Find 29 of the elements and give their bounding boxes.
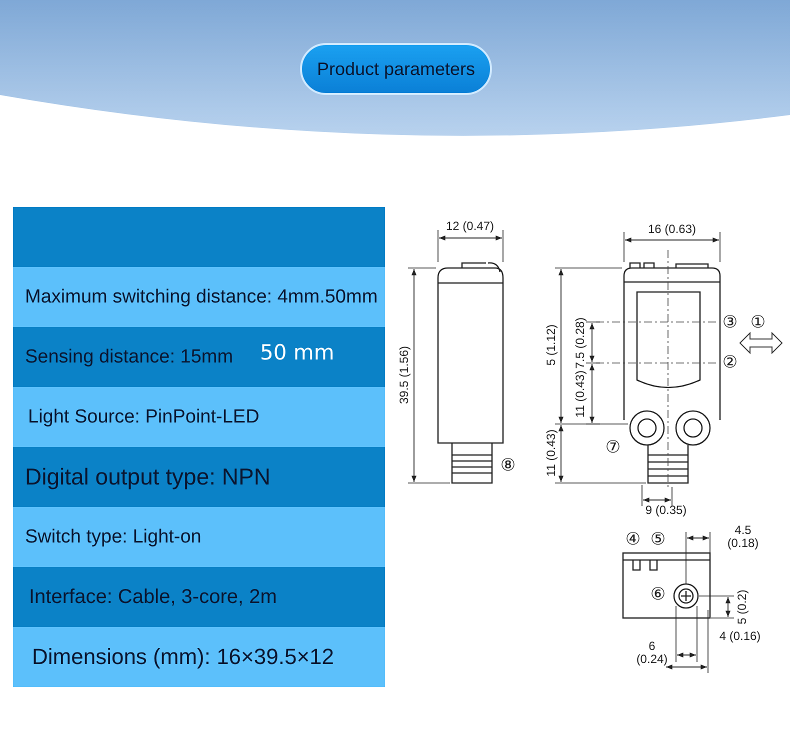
dimension-label: 4 (0.16) [719, 630, 761, 642]
callout-number: ④ [625, 532, 641, 548]
spec-text: Dimensions (mm): 16×39.5×12 [32, 646, 334, 668]
dimension-label: 11 (0.43) [574, 370, 586, 418]
spec-text: Light Source: PinPoint-LED [28, 408, 260, 426]
spec-text: Maximum switching distance: 4mm.50mm [25, 288, 378, 306]
dimension-label: 11 (0.43) [545, 429, 557, 477]
dimension-label: 6 (0.24) [635, 640, 669, 666]
callout-number: ⑦ [605, 440, 621, 456]
dimension-label: 9 (0.35) [645, 504, 687, 516]
spec-text: Switch type: Light-on [25, 528, 202, 546]
callout-number: ① [750, 314, 766, 332]
spec-text: Interface: Cable, 3-core, 2m [29, 587, 277, 607]
callout-number: ⑥ [650, 586, 666, 604]
overlay-text: 50 mm [260, 342, 334, 364]
dimension-label: 7.5 (0.28) [574, 317, 586, 369]
dimension-label: 5 (1.12) [545, 324, 557, 366]
dimension-label: 5 (0.2) [736, 590, 748, 624]
dimension-label: 39.5 (1.56) [398, 346, 410, 404]
dimension-label: 16 (0.63) [648, 223, 696, 235]
callout-number: ⑧ [500, 458, 516, 474]
title-banner: Product parameters [300, 43, 492, 95]
dimension-label: 4.5 (0.18) [726, 524, 760, 550]
spec-text: Digital output type: NPN [25, 466, 270, 488]
callout-number: ③ [722, 314, 738, 332]
spec-text: Sensing distance: 15mm [25, 348, 234, 366]
dimension-label: 12 (0.47) [446, 220, 494, 232]
callout-number: ⑤ [650, 532, 666, 548]
callout-number: ② [722, 354, 738, 372]
